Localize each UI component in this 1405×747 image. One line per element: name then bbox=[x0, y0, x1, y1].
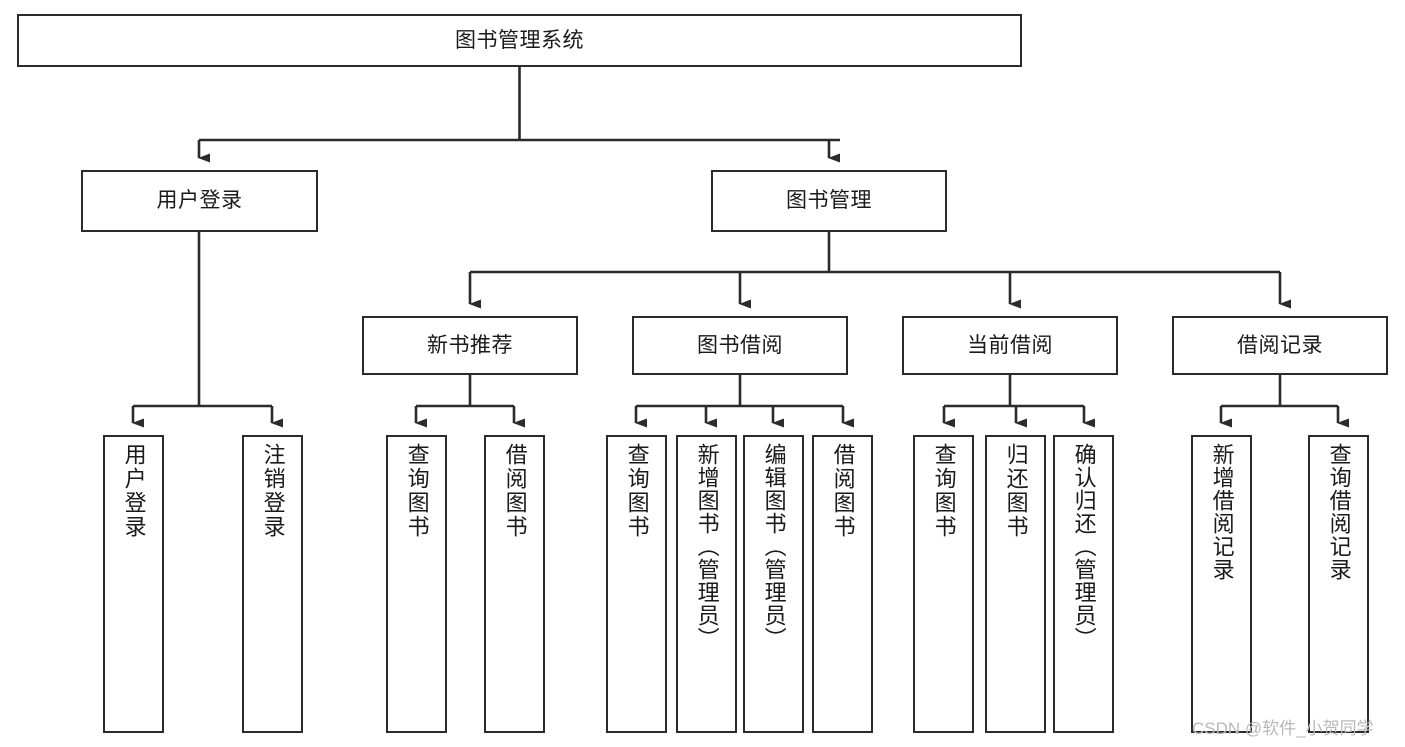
node-label: 当前借阅 bbox=[967, 333, 1053, 357]
leaf-logout[interactable]: 注销登录 bbox=[242, 435, 303, 733]
node-label: 用户登录 bbox=[121, 443, 147, 539]
node-label: 注销登录 bbox=[260, 443, 286, 539]
node-label: 查询图书 bbox=[624, 443, 650, 539]
leaf-search-borrow-record[interactable]: 查询借阅记录 bbox=[1308, 435, 1369, 733]
leaf-confirm-return-admin[interactable]: 确认归还（管理员） bbox=[1053, 435, 1114, 733]
leaf-borrow-book-recommend[interactable]: 借阅图书 bbox=[484, 435, 545, 733]
node-label: 图书借阅 bbox=[697, 333, 783, 357]
node-label: 确认归还（管理员） bbox=[1071, 443, 1097, 650]
node-borrow-records[interactable]: 借阅记录 bbox=[1172, 316, 1388, 375]
leaf-search-book-recommend[interactable]: 查询图书 bbox=[386, 435, 447, 733]
node-book-management[interactable]: 图书管理 bbox=[711, 170, 947, 232]
leaf-edit-book-admin[interactable]: 编辑图书（管理员） bbox=[743, 435, 804, 733]
node-new-book-recommend[interactable]: 新书推荐 bbox=[362, 316, 578, 375]
leaf-search-book-current[interactable]: 查询图书 bbox=[913, 435, 974, 733]
node-label: 新书推荐 bbox=[427, 333, 513, 357]
node-user-login[interactable]: 用户登录 bbox=[81, 170, 318, 232]
leaf-add-book-admin[interactable]: 新增图书（管理员） bbox=[676, 435, 737, 733]
node-book-borrow[interactable]: 图书借阅 bbox=[632, 316, 848, 375]
leaf-add-borrow-record[interactable]: 新增借阅记录 bbox=[1191, 435, 1252, 733]
node-label: 新增借阅记录 bbox=[1209, 443, 1235, 581]
leaf-search-book-borrow[interactable]: 查询图书 bbox=[606, 435, 667, 733]
node-label: 查询借阅记录 bbox=[1326, 443, 1352, 581]
node-label: 用户登录 bbox=[156, 189, 243, 213]
node-current-borrow[interactable]: 当前借阅 bbox=[902, 316, 1118, 375]
node-label: 新增图书（管理员） bbox=[694, 443, 720, 650]
leaf-return-book[interactable]: 归还图书 bbox=[985, 435, 1046, 733]
node-label: 图书管理 bbox=[786, 189, 872, 213]
watermark-text: CSDN @软件_小贺同学 bbox=[1192, 719, 1374, 738]
leaf-borrow-book[interactable]: 借阅图书 bbox=[812, 435, 873, 733]
leaf-user-login[interactable]: 用户登录 bbox=[103, 435, 164, 733]
node-label: 归还图书 bbox=[1003, 443, 1029, 539]
node-label: 查询图书 bbox=[931, 443, 957, 539]
node-label: 借阅图书 bbox=[502, 443, 528, 539]
node-label: 编辑图书（管理员） bbox=[761, 443, 787, 650]
node-label: 查询图书 bbox=[404, 443, 430, 539]
node-label: 图书管理系统 bbox=[455, 28, 584, 52]
node-label: 借阅图书 bbox=[830, 443, 856, 539]
node-label: 借阅记录 bbox=[1237, 333, 1323, 357]
node-root-system[interactable]: 图书管理系统 bbox=[17, 14, 1022, 67]
